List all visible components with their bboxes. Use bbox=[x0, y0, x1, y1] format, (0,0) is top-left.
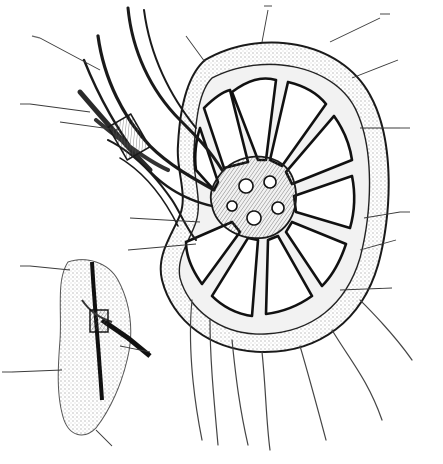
lower-vessel-4 bbox=[262, 352, 270, 450]
lower-vessel-3 bbox=[232, 340, 248, 445]
detail-figure bbox=[58, 260, 150, 435]
calyx-4 bbox=[247, 211, 261, 225]
lower-vessel-5 bbox=[300, 346, 326, 440]
leader-line bbox=[40, 38, 100, 70]
leader-line bbox=[30, 104, 90, 112]
calyx-1 bbox=[239, 179, 253, 193]
leader-line bbox=[262, 10, 268, 42]
lower-vessel-6 bbox=[332, 330, 382, 420]
calyx-3 bbox=[272, 202, 284, 214]
leader-line bbox=[330, 18, 380, 42]
detail-block bbox=[90, 310, 108, 332]
leader-line bbox=[186, 36, 205, 62]
calyx-5 bbox=[227, 201, 237, 211]
leader-line bbox=[96, 430, 112, 446]
leader-line bbox=[12, 370, 62, 372]
label-mark bbox=[32, 36, 40, 38]
leader-line bbox=[30, 266, 70, 270]
lower-vessel-7 bbox=[360, 300, 412, 360]
calyx-2 bbox=[264, 176, 276, 188]
leader-line bbox=[352, 60, 398, 78]
organ-section bbox=[161, 42, 389, 352]
